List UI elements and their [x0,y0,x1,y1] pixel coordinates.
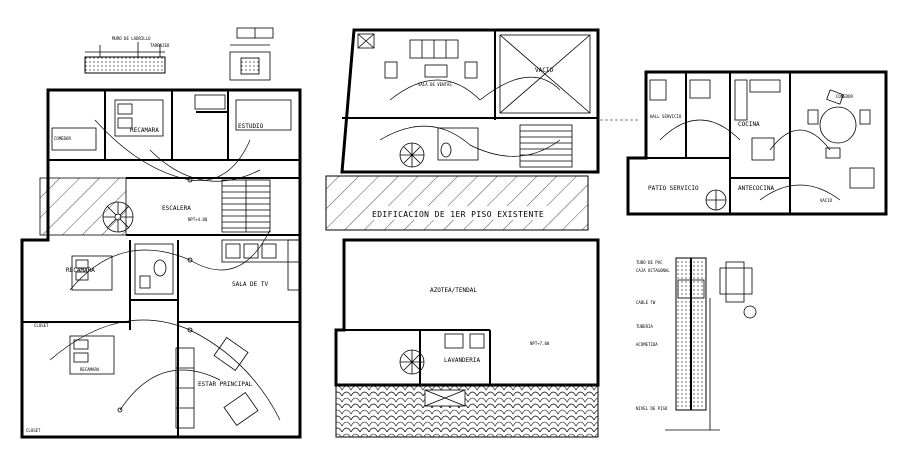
column-detail [229,27,274,81]
detail-label-4: TUBERIA [636,324,653,329]
cocina-label: COCINA [738,121,760,128]
room-bed-lower: RECAMARA [80,367,100,372]
vacio-d-label: VACIO [820,198,833,203]
straight-stair [221,179,271,233]
hall-label: HALL SERVICIO [650,114,682,119]
room-left: COMEDOR [54,136,71,141]
comedor-label: COMEDOR [836,94,853,99]
room-estar: ESTAR PRINCIPAL [198,381,253,388]
room-hall-bed: RECAMARA [66,267,95,274]
antecocina-label: ANTECOCINA [738,185,775,192]
detail-label-6: NIVEL DE PISO [636,406,668,411]
legend-title: MURO DE LADRILLO [112,36,151,41]
azotea-label: AZOTEA/TENDAL [430,287,477,294]
lavanderia-label: LAVANDERIA [444,357,481,364]
detail-label-1: TUBO DE PVC [636,260,663,265]
detail-label-3: CABLE TW [636,300,656,305]
plan-d: COCINA COMEDOR HALL SERVICIO PATIO SERVI… [626,70,888,216]
legend-sub: TARRAJEO [150,43,170,48]
room-bed-upper: RECAMARA [130,127,159,134]
npt-label-c: NPT+7.00 [530,341,550,346]
installation-detail: TUBO DE PVC CAJA OCTAGONAL CABLE TW TUBE… [636,257,757,431]
vacio-label: VACIO [535,67,553,74]
plan-a: RECAMARA ESTUDIO COMEDOR ESCALERA NPT+4.… [20,88,302,439]
detail-label-5: ACOMETIDA [636,342,658,347]
patio-label: PATIO SERVICIO [648,185,699,192]
existing-floor-banner: EDIFICACION DE 1ER PISO EXISTENTE [372,210,544,219]
room-study: ESTUDIO [238,123,264,130]
detail-label-2: CAJA OCTAGONAL [636,268,670,273]
room-tv: SALA DE TV [232,281,269,288]
plan-c: AZOTEA/TENDAL NPT+7.00 LAVANDERIA [334,238,600,438]
plan-b: VACIO SALA DE VENTAS EDIFICACION DE 1ER … [325,28,640,231]
sala-label: SALA DE VENTAS [418,82,452,87]
closet-2: CLOSET [26,428,41,433]
closet-1: CLOSET [34,323,49,328]
npt-label: NPT+4.00 [188,217,208,222]
stair-label: ESCALERA [162,205,191,212]
wall-legend: MURO DE LADRILLO TARRAJEO [84,36,170,74]
roof-tiles [335,384,599,438]
